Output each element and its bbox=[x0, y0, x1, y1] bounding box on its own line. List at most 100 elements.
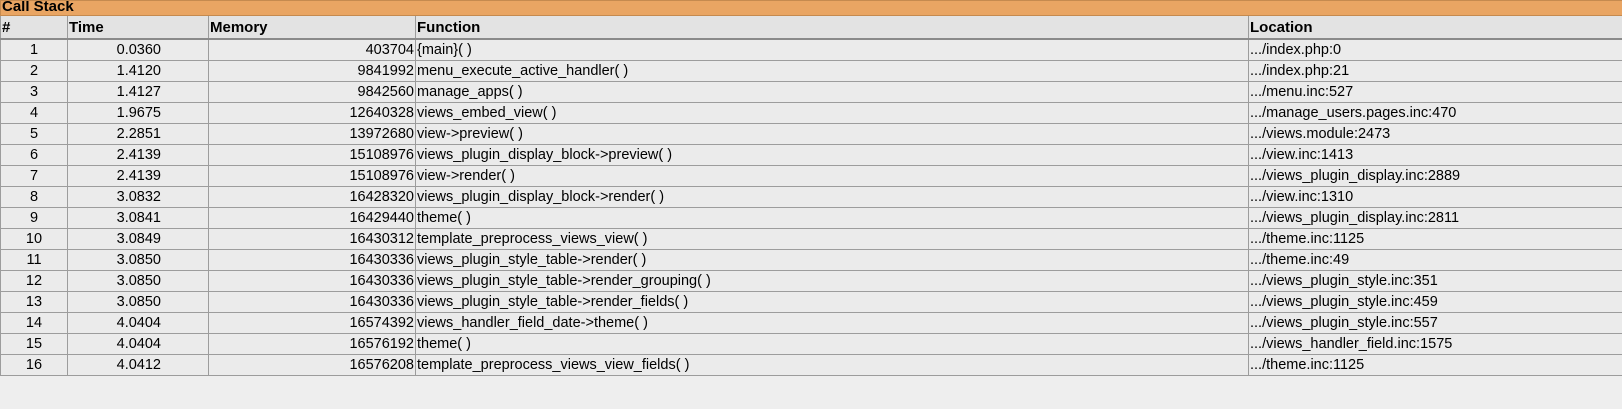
time-cell: 3.0832 bbox=[67, 186, 209, 208]
frame-number-cell: 2 bbox=[0, 60, 68, 82]
time-cell: 3.0850 bbox=[67, 291, 209, 313]
column-header-location: Location bbox=[1247, 15, 1622, 40]
memory-cell: 9841992 bbox=[208, 60, 416, 82]
location-cell: .../views_plugin_style.inc:557 bbox=[1247, 312, 1622, 334]
function-cell: theme( ) bbox=[415, 207, 1249, 229]
time-cell: 3.0849 bbox=[67, 228, 209, 250]
time-cell: 1.4120 bbox=[67, 60, 209, 82]
function-cell: views_plugin_style_table->render_fields(… bbox=[415, 291, 1249, 313]
location-cell: .../menu.inc:527 bbox=[1247, 81, 1622, 103]
memory-cell: 9842560 bbox=[208, 81, 416, 103]
location-cell: .../views_handler_field.inc:1575 bbox=[1247, 333, 1622, 355]
frame-number-cell: 7 bbox=[0, 165, 68, 187]
function-cell: {main}( ) bbox=[415, 38, 1249, 61]
memory-cell: 403704 bbox=[208, 38, 416, 61]
time-cell: 3.0850 bbox=[67, 249, 209, 271]
time-cell: 4.0412 bbox=[67, 354, 209, 376]
function-cell: template_preprocess_views_view_fields( ) bbox=[415, 354, 1249, 376]
function-cell: views_plugin_style_table->render_groupin… bbox=[415, 270, 1249, 292]
time-cell: 3.0841 bbox=[67, 207, 209, 229]
frame-number-cell: 15 bbox=[0, 333, 68, 355]
time-cell: 2.4139 bbox=[67, 144, 209, 166]
memory-cell: 15108976 bbox=[208, 144, 416, 166]
function-cell: view->render( ) bbox=[415, 165, 1249, 187]
frame-number-cell: 8 bbox=[0, 186, 68, 208]
call-stack-title: Call Stack bbox=[0, 0, 1622, 16]
memory-cell: 12640328 bbox=[208, 102, 416, 124]
column-header-function: Function bbox=[415, 15, 1249, 40]
location-cell: .../theme.inc:1125 bbox=[1247, 354, 1622, 376]
function-cell: views_plugin_style_table->render( ) bbox=[415, 249, 1249, 271]
frame-number-cell: 16 bbox=[0, 354, 68, 376]
location-cell: .../view.inc:1413 bbox=[1247, 144, 1622, 166]
memory-cell: 16430336 bbox=[208, 291, 416, 313]
frame-number-cell: 9 bbox=[0, 207, 68, 229]
time-cell: 4.0404 bbox=[67, 333, 209, 355]
memory-cell: 16430336 bbox=[208, 270, 416, 292]
frame-number-cell: 4 bbox=[0, 102, 68, 124]
memory-cell: 16428320 bbox=[208, 186, 416, 208]
memory-cell: 16430336 bbox=[208, 249, 416, 271]
memory-cell: 16429440 bbox=[208, 207, 416, 229]
function-cell: views_plugin_display_block->preview( ) bbox=[415, 144, 1249, 166]
function-cell: template_preprocess_views_view( ) bbox=[415, 228, 1249, 250]
location-cell: .../views_plugin_style.inc:459 bbox=[1247, 291, 1622, 313]
frame-number-cell: 13 bbox=[0, 291, 68, 313]
time-cell: 2.2851 bbox=[67, 123, 209, 145]
memory-cell: 16576208 bbox=[208, 354, 416, 376]
frame-number-cell: 5 bbox=[0, 123, 68, 145]
header-row: # Time Memory Function Location bbox=[0, 15, 1622, 40]
function-cell: view->preview( ) bbox=[415, 123, 1249, 145]
function-cell: views_embed_view( ) bbox=[415, 102, 1249, 124]
function-cell: menu_execute_active_handler( ) bbox=[415, 60, 1249, 82]
function-cell: manage_apps( ) bbox=[415, 81, 1249, 103]
location-cell: .../index.php:0 bbox=[1247, 38, 1622, 61]
time-cell: 3.0850 bbox=[67, 270, 209, 292]
time-cell: 1.4127 bbox=[67, 81, 209, 103]
frame-number-cell: 11 bbox=[0, 249, 68, 271]
frame-number-cell: 6 bbox=[0, 144, 68, 166]
memory-cell: 16430312 bbox=[208, 228, 416, 250]
time-cell: 1.9675 bbox=[67, 102, 209, 124]
time-cell: 0.0360 bbox=[67, 38, 209, 61]
frame-number-cell: 14 bbox=[0, 312, 68, 334]
memory-cell: 15108976 bbox=[208, 165, 416, 187]
location-cell: .../index.php:21 bbox=[1247, 60, 1622, 82]
location-cell: .../views_plugin_display.inc:2889 bbox=[1247, 165, 1622, 187]
location-cell: .../manage_users.pages.inc:470 bbox=[1247, 102, 1622, 124]
column-header-time: Time bbox=[67, 15, 209, 40]
time-cell: 2.4139 bbox=[67, 165, 209, 187]
frame-number-cell: 3 bbox=[0, 81, 68, 103]
memory-cell: 16576192 bbox=[208, 333, 416, 355]
location-cell: .../views_plugin_display.inc:2811 bbox=[1247, 207, 1622, 229]
location-cell: .../views.module:2473 bbox=[1247, 123, 1622, 145]
frame-number-cell: 12 bbox=[0, 270, 68, 292]
column-header-memory: Memory bbox=[208, 15, 416, 40]
time-cell: 4.0404 bbox=[67, 312, 209, 334]
location-cell: .../views_plugin_style.inc:351 bbox=[1247, 270, 1622, 292]
function-cell: theme( ) bbox=[415, 333, 1249, 355]
memory-cell: 13972680 bbox=[208, 123, 416, 145]
function-cell: views_handler_field_date->theme( ) bbox=[415, 312, 1249, 334]
memory-cell: 16574392 bbox=[208, 312, 416, 334]
location-cell: .../theme.inc:49 bbox=[1247, 249, 1622, 271]
location-cell: .../theme.inc:1125 bbox=[1247, 228, 1622, 250]
frame-number-cell: 1 bbox=[0, 38, 68, 61]
